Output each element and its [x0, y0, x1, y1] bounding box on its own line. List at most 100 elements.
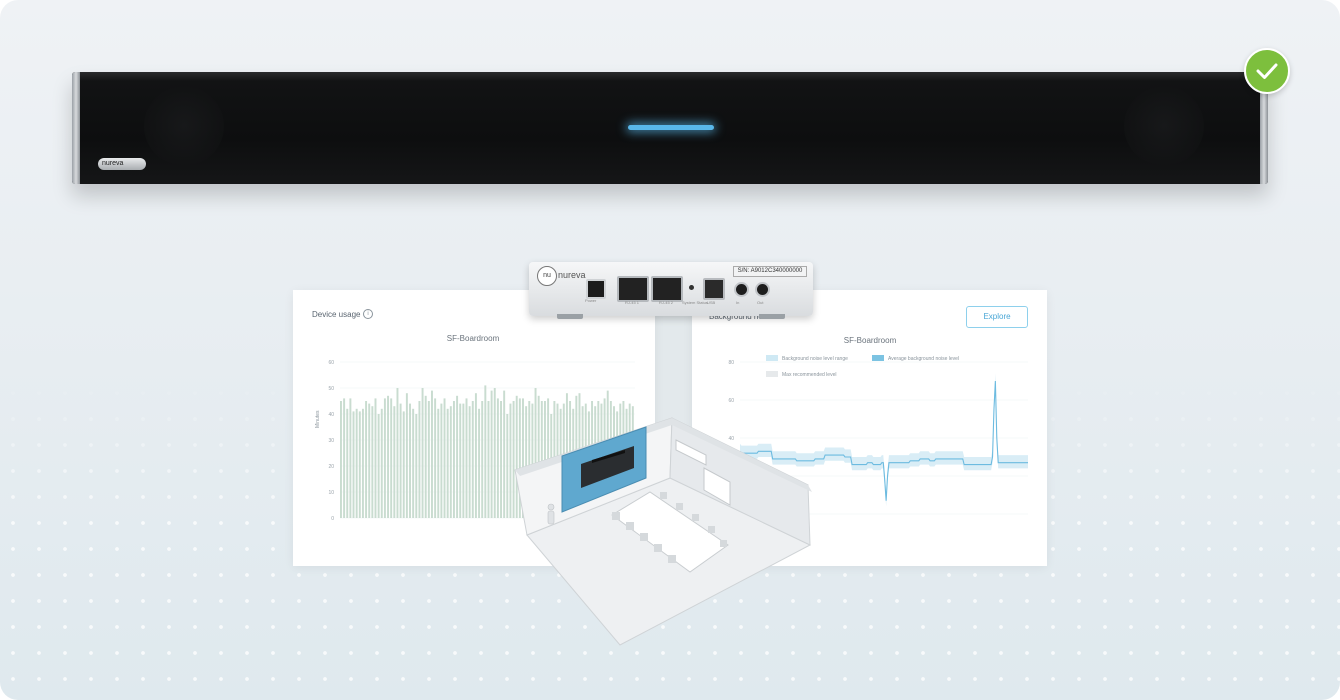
usage-bar [540, 401, 543, 518]
usage-bar [437, 408, 440, 518]
usage-bar [449, 406, 452, 518]
usage-bar [506, 414, 509, 518]
y-tick-label: 60 [728, 398, 734, 404]
usage-bar [471, 401, 474, 518]
soundbar-right-cap [1260, 72, 1268, 184]
legend-label: Max recommended level [782, 372, 836, 378]
usage-bar [346, 408, 349, 518]
usage-bar [365, 401, 368, 518]
legend-swatch [766, 355, 778, 361]
soundbar-device: nureva [72, 72, 1268, 184]
usage-bar [493, 388, 496, 518]
usage-bar [456, 395, 459, 518]
room-table [611, 491, 729, 573]
info-icon: i [363, 309, 373, 319]
usage-bar [474, 393, 477, 518]
usage-bar [390, 398, 393, 518]
usage-bar [377, 414, 380, 518]
port-label-rj45-2: RJ-45 2 [659, 300, 674, 305]
soundbar-speaker-right [1124, 86, 1204, 166]
usage-bar [361, 408, 364, 518]
usage-bar [537, 395, 540, 518]
legend-label: Background noise level range [782, 356, 848, 362]
power-port [586, 279, 606, 299]
rj45-port-1 [617, 276, 649, 302]
usage-bar [343, 398, 346, 518]
room-soundbar-mini [592, 450, 625, 463]
room-cabinet [675, 439, 707, 466]
usage-bar [468, 406, 471, 518]
y-tick-label: 40 [728, 436, 734, 442]
left-chart-title: SF-Boardroom [446, 334, 500, 343]
usage-bar [531, 403, 534, 518]
usage-bar [352, 411, 355, 518]
usage-bar [402, 411, 405, 518]
y-tick-label: 20 [328, 464, 334, 470]
usage-bar [431, 390, 433, 518]
hub-foot-left [557, 314, 583, 319]
device-usage-title: Device usage [312, 310, 361, 319]
system-status-light [689, 285, 694, 290]
room-display-screen [581, 446, 634, 488]
usage-bar [465, 398, 468, 518]
usage-bar [481, 401, 484, 518]
connect-hub-device: nu nureva Power RJ-45 1 RJ-45 2 System S… [529, 262, 813, 319]
usage-bar [503, 390, 506, 518]
soundbar-speaker-left [144, 86, 224, 166]
usb-port [703, 278, 725, 300]
y-tick-label: 60 [328, 360, 334, 366]
port-label-power: Power [585, 298, 597, 303]
room-right-wall [669, 417, 811, 546]
usage-bar [509, 403, 512, 518]
room-person [547, 503, 555, 525]
usage-bar [484, 385, 487, 518]
port-label-out: Out [757, 300, 764, 305]
soundbar-left-cap [72, 72, 80, 184]
soundbar-status-light [628, 125, 714, 130]
usage-bar [374, 398, 377, 518]
soundbar-logo-badge: nureva [98, 158, 146, 170]
right-chart-title: SF-Boardroom [843, 336, 897, 345]
legend-swatch [872, 355, 884, 361]
audio-out-jack [755, 282, 770, 297]
usage-bar [543, 401, 546, 518]
usage-bar [528, 401, 531, 518]
usage-bar [415, 414, 418, 518]
usage-bar [393, 406, 396, 518]
hub-brand: nureva [558, 270, 586, 280]
usage-bar [547, 398, 550, 518]
explore-button[interactable]: Explore [966, 306, 1028, 328]
usage-bar [427, 401, 430, 518]
usage-bar [383, 398, 386, 518]
y-tick-label: 50 [328, 386, 334, 392]
y-tick-label: 10 [328, 490, 334, 496]
serial-number-label: S/N: A9012C340000000 [733, 266, 807, 277]
port-label-system-status: System Status [682, 300, 708, 305]
usage-bar [405, 393, 408, 518]
usage-bar [500, 401, 502, 518]
usage-bar [355, 408, 358, 518]
usage-bar [487, 401, 490, 518]
usage-bar [434, 398, 437, 518]
usage-bar [349, 398, 352, 518]
usage-bar [525, 406, 528, 518]
average-noise-line [739, 380, 1028, 501]
usage-bar [409, 403, 411, 518]
usage-bar [424, 395, 427, 518]
usage-bar [368, 403, 371, 518]
usage-bar [518, 398, 521, 518]
usage-bar [387, 395, 390, 518]
audio-in-jack [734, 282, 749, 297]
check-icon [1244, 48, 1290, 94]
y-tick-label: 30 [328, 438, 334, 444]
usage-bar [496, 398, 499, 518]
usage-bar [452, 401, 455, 518]
port-label-usb: USB [707, 300, 716, 305]
usage-bar [512, 401, 515, 518]
legend-swatch [766, 371, 778, 377]
hub-logo-icon: nu [537, 266, 557, 286]
legend-label: Average background noise level [888, 356, 959, 362]
usage-bar [399, 403, 402, 518]
